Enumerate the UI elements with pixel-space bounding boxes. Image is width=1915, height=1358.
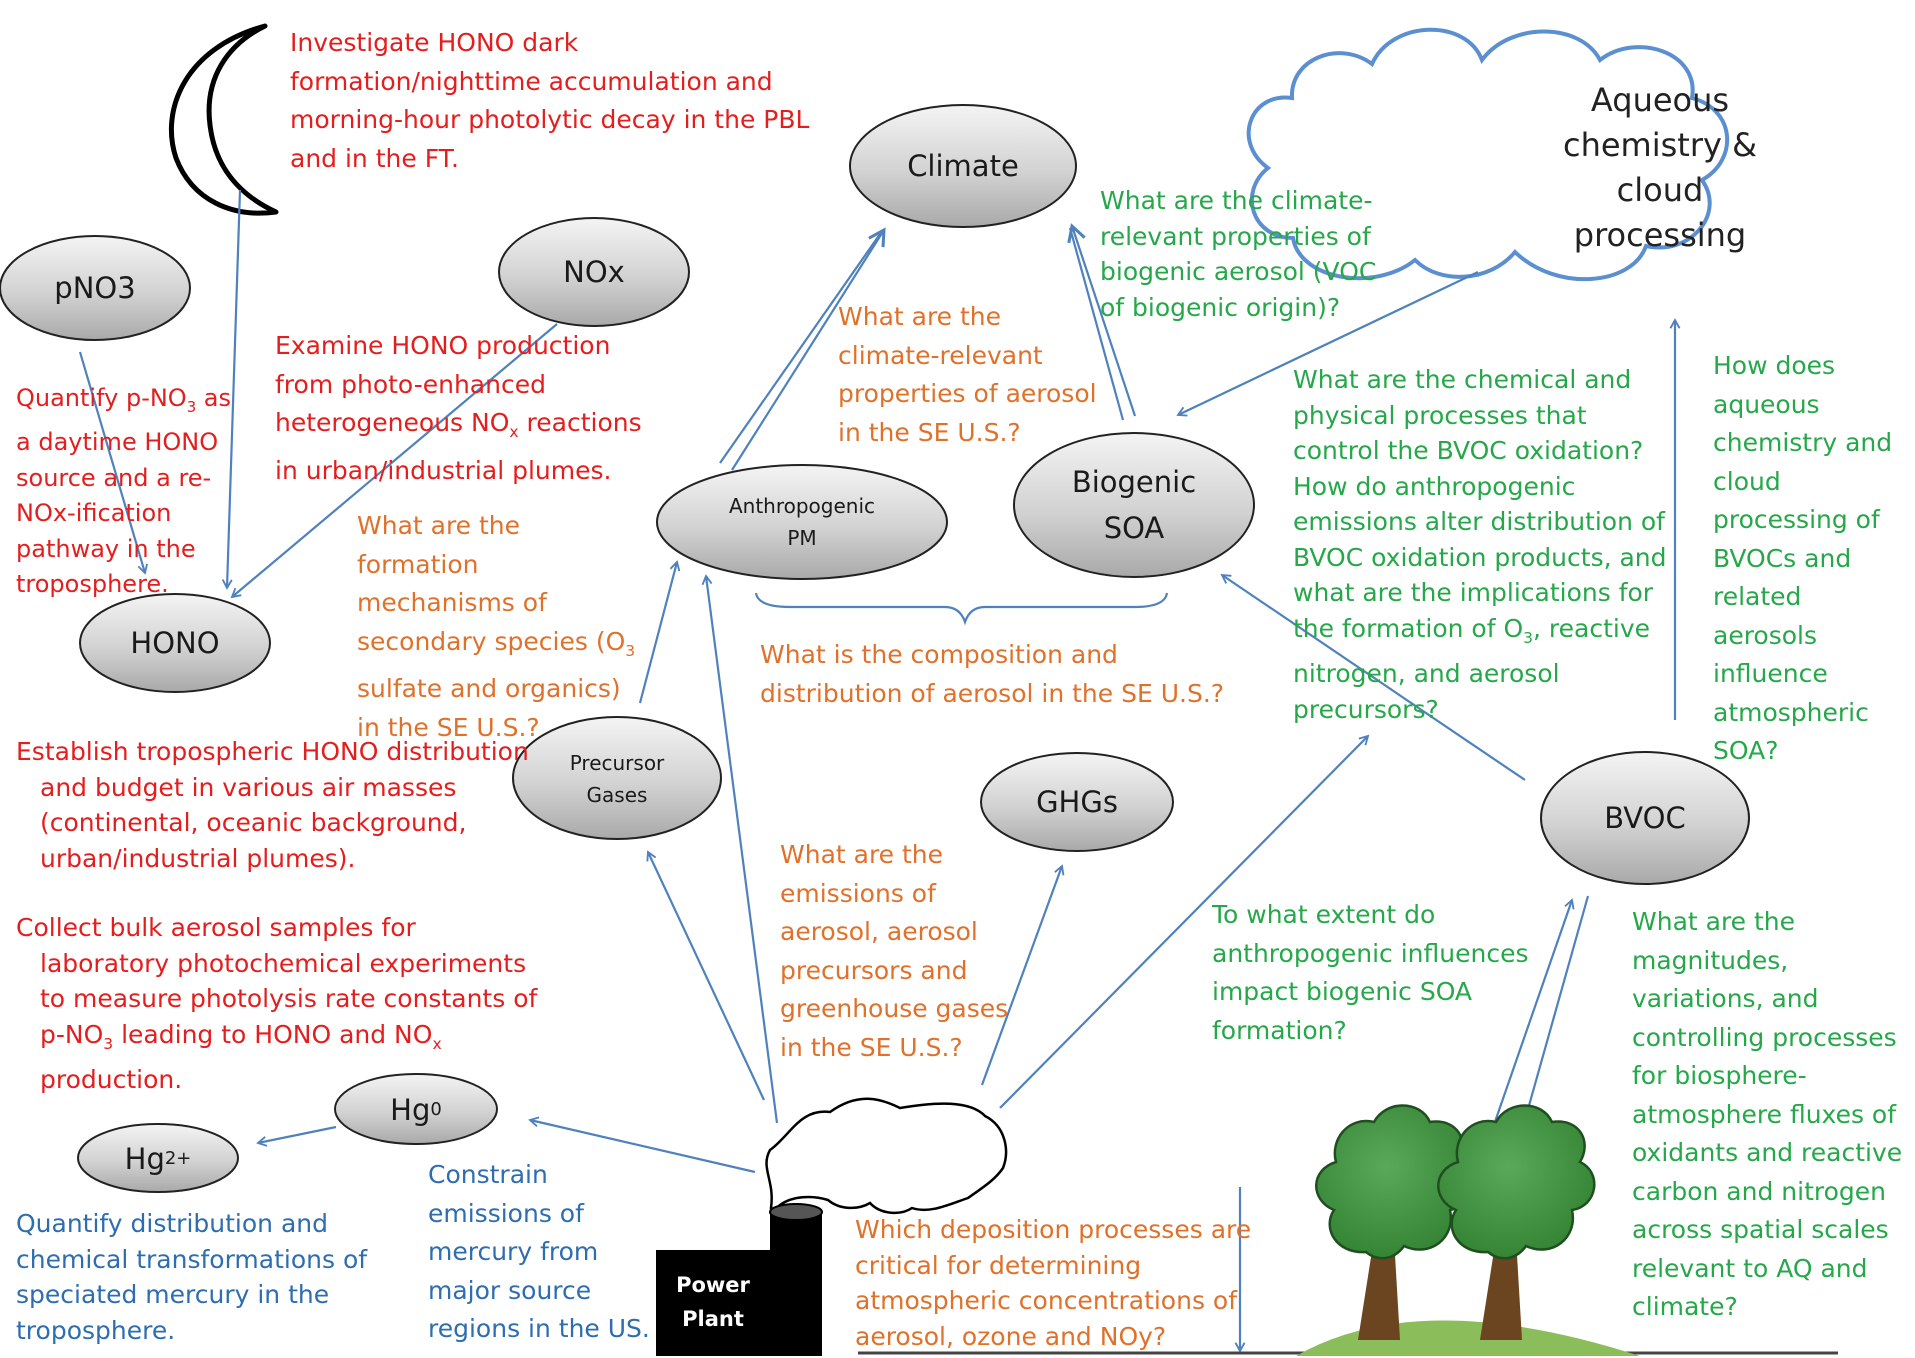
precursor-gases-line1: Precursor bbox=[569, 751, 665, 775]
bulk-aerosol-text: Collect bulk aerosol samples for laborat… bbox=[16, 910, 545, 1098]
hg2-sup: 2+ bbox=[164, 1148, 192, 1170]
climate-props-text: What are the climate-relevant properties… bbox=[838, 302, 1097, 447]
hono-photo-text-b: reactions in urban/industrial plumes. bbox=[275, 408, 642, 485]
climate-node bbox=[849, 104, 1077, 228]
anthro-influence-text: To what extent do anthropogenic influenc… bbox=[1212, 900, 1529, 1045]
cloud-line3: cloud bbox=[1616, 171, 1704, 209]
bvoc-oxidation-b: , reactive nitrogen, and aerosol precurs… bbox=[1293, 613, 1651, 724]
hg0-node bbox=[334, 1073, 498, 1145]
power-plant-line2: Plant bbox=[682, 1307, 744, 1331]
mercury-emissions-text: Constrain emissions of mercury from majo… bbox=[428, 1160, 650, 1343]
biogenic-soa-node bbox=[1013, 432, 1255, 578]
chimney-icon bbox=[770, 1212, 822, 1356]
hg2-node bbox=[77, 1123, 239, 1193]
pno3-label: pNO3 bbox=[54, 270, 136, 305]
bulk-aerosol-b: leading to HONO and NO bbox=[113, 1019, 433, 1049]
pno3-text-b: as a daytime HONO source and a re- NOx-i… bbox=[16, 384, 232, 599]
anthropogenic-pm-line1: Anthropogenic bbox=[728, 494, 876, 518]
bvoc-oxidation-sub: 3 bbox=[1523, 628, 1534, 647]
cloud-line2: chemistry & bbox=[1562, 126, 1758, 164]
smoke-icon bbox=[765, 1097, 1008, 1215]
chimney-top-icon bbox=[769, 1203, 823, 1221]
hono-node bbox=[79, 593, 271, 693]
moon-icon bbox=[168, 23, 279, 216]
bvoc-oxidation-text: What are the chemical and physical proce… bbox=[1293, 362, 1667, 727]
pno3-sub: 3 bbox=[186, 397, 197, 416]
composition-text: What is the composition and distribution… bbox=[760, 640, 1225, 708]
ghgs-label: GHGs bbox=[1036, 784, 1118, 819]
power-plant-line1: Power bbox=[676, 1273, 750, 1297]
hono-budget-text: Establish tropospheric HONO distribution… bbox=[16, 737, 529, 873]
biogenic-props-text: What are the climate- relevant propertie… bbox=[1100, 186, 1377, 322]
power-plant-building bbox=[656, 1250, 770, 1356]
power-plant-label: Power Plant bbox=[656, 1268, 770, 1336]
bulk-aerosol-c: production. bbox=[40, 1065, 183, 1094]
bulk-aerosol-subx: x bbox=[432, 1034, 442, 1053]
precursor-gases-node bbox=[512, 716, 722, 840]
bulk-aerosol-sub3: 3 bbox=[103, 1034, 114, 1053]
anthropogenic-pm-node bbox=[656, 464, 948, 580]
nox-label: NOx bbox=[563, 254, 625, 289]
pno3-node bbox=[0, 235, 191, 341]
biogenic-soa-line2: SOA bbox=[1103, 511, 1165, 545]
cloud-line4: processing bbox=[1573, 216, 1747, 254]
deposition-text: Which deposition processes are critical … bbox=[855, 1215, 1252, 1351]
formation-text: What are the formation mechanisms of sec… bbox=[357, 507, 635, 747]
hg0-sup: 0 bbox=[430, 1099, 442, 1121]
biogenic-soa-label: Biogenic SOA bbox=[1014, 455, 1254, 555]
hono-photo-sub: x bbox=[509, 423, 519, 441]
cloud-label: Aqueous chemistry & cloud processing bbox=[1500, 78, 1820, 258]
hono-photo-text: Examine HONO production from photo-enhan… bbox=[275, 327, 642, 490]
formation-sub: 3 bbox=[625, 641, 636, 660]
pno3-text: Quantify p-NO3 as a daytime HONO source … bbox=[16, 381, 231, 603]
hono-photo-text-a: Examine HONO production from photo-enhan… bbox=[275, 331, 611, 437]
climate-label: Climate bbox=[907, 148, 1019, 183]
bulk-aerosol-a: Collect bulk aerosol samples for laborat… bbox=[16, 913, 538, 1049]
hono-label: HONO bbox=[130, 625, 220, 660]
composition-brace bbox=[754, 592, 1169, 626]
hg0-base: Hg bbox=[390, 1092, 431, 1127]
bvoc-oxidation-a: What are the chemical and physical proce… bbox=[1293, 365, 1667, 643]
formation-text-a: What are the formation mechanisms of sec… bbox=[357, 511, 626, 656]
fluxes-text: What are the magnitudes, variations, and… bbox=[1632, 907, 1903, 1321]
precursor-gases-line2: Gases bbox=[586, 783, 648, 807]
emissions-text: What are the emissions of aerosol, aeros… bbox=[780, 840, 1009, 1062]
formation-text-b: sulfate and organics) in the SE U.S.? bbox=[357, 674, 621, 742]
trees-icon bbox=[1296, 1104, 1640, 1356]
nox-node bbox=[498, 217, 690, 327]
connector-arrows bbox=[78, 189, 1675, 1351]
pno3-text-a: Quantify p-NO bbox=[16, 384, 187, 412]
anthropogenic-pm-label: Anthropogenic PM bbox=[657, 488, 947, 556]
aqueous-text: How does aqueous chemistry and cloud pro… bbox=[1713, 351, 1893, 765]
hono-dark-text: Investigate HONO dark formation/nighttim… bbox=[290, 28, 810, 173]
cloud-shape bbox=[1246, 27, 1729, 282]
anthropogenic-pm-line2: PM bbox=[787, 526, 817, 550]
bvoc-node bbox=[1540, 751, 1750, 885]
precursor-gases-label: Precursor Gases bbox=[513, 745, 721, 813]
ghgs-node bbox=[980, 752, 1174, 852]
mercury-distribution-text: Quantify distribution and chemical trans… bbox=[16, 1209, 368, 1345]
hg2-base: Hg bbox=[124, 1141, 165, 1176]
bvoc-label: BVOC bbox=[1604, 800, 1686, 835]
biogenic-soa-line1: Biogenic bbox=[1071, 465, 1197, 499]
cloud-line1: Aqueous bbox=[1590, 81, 1730, 119]
